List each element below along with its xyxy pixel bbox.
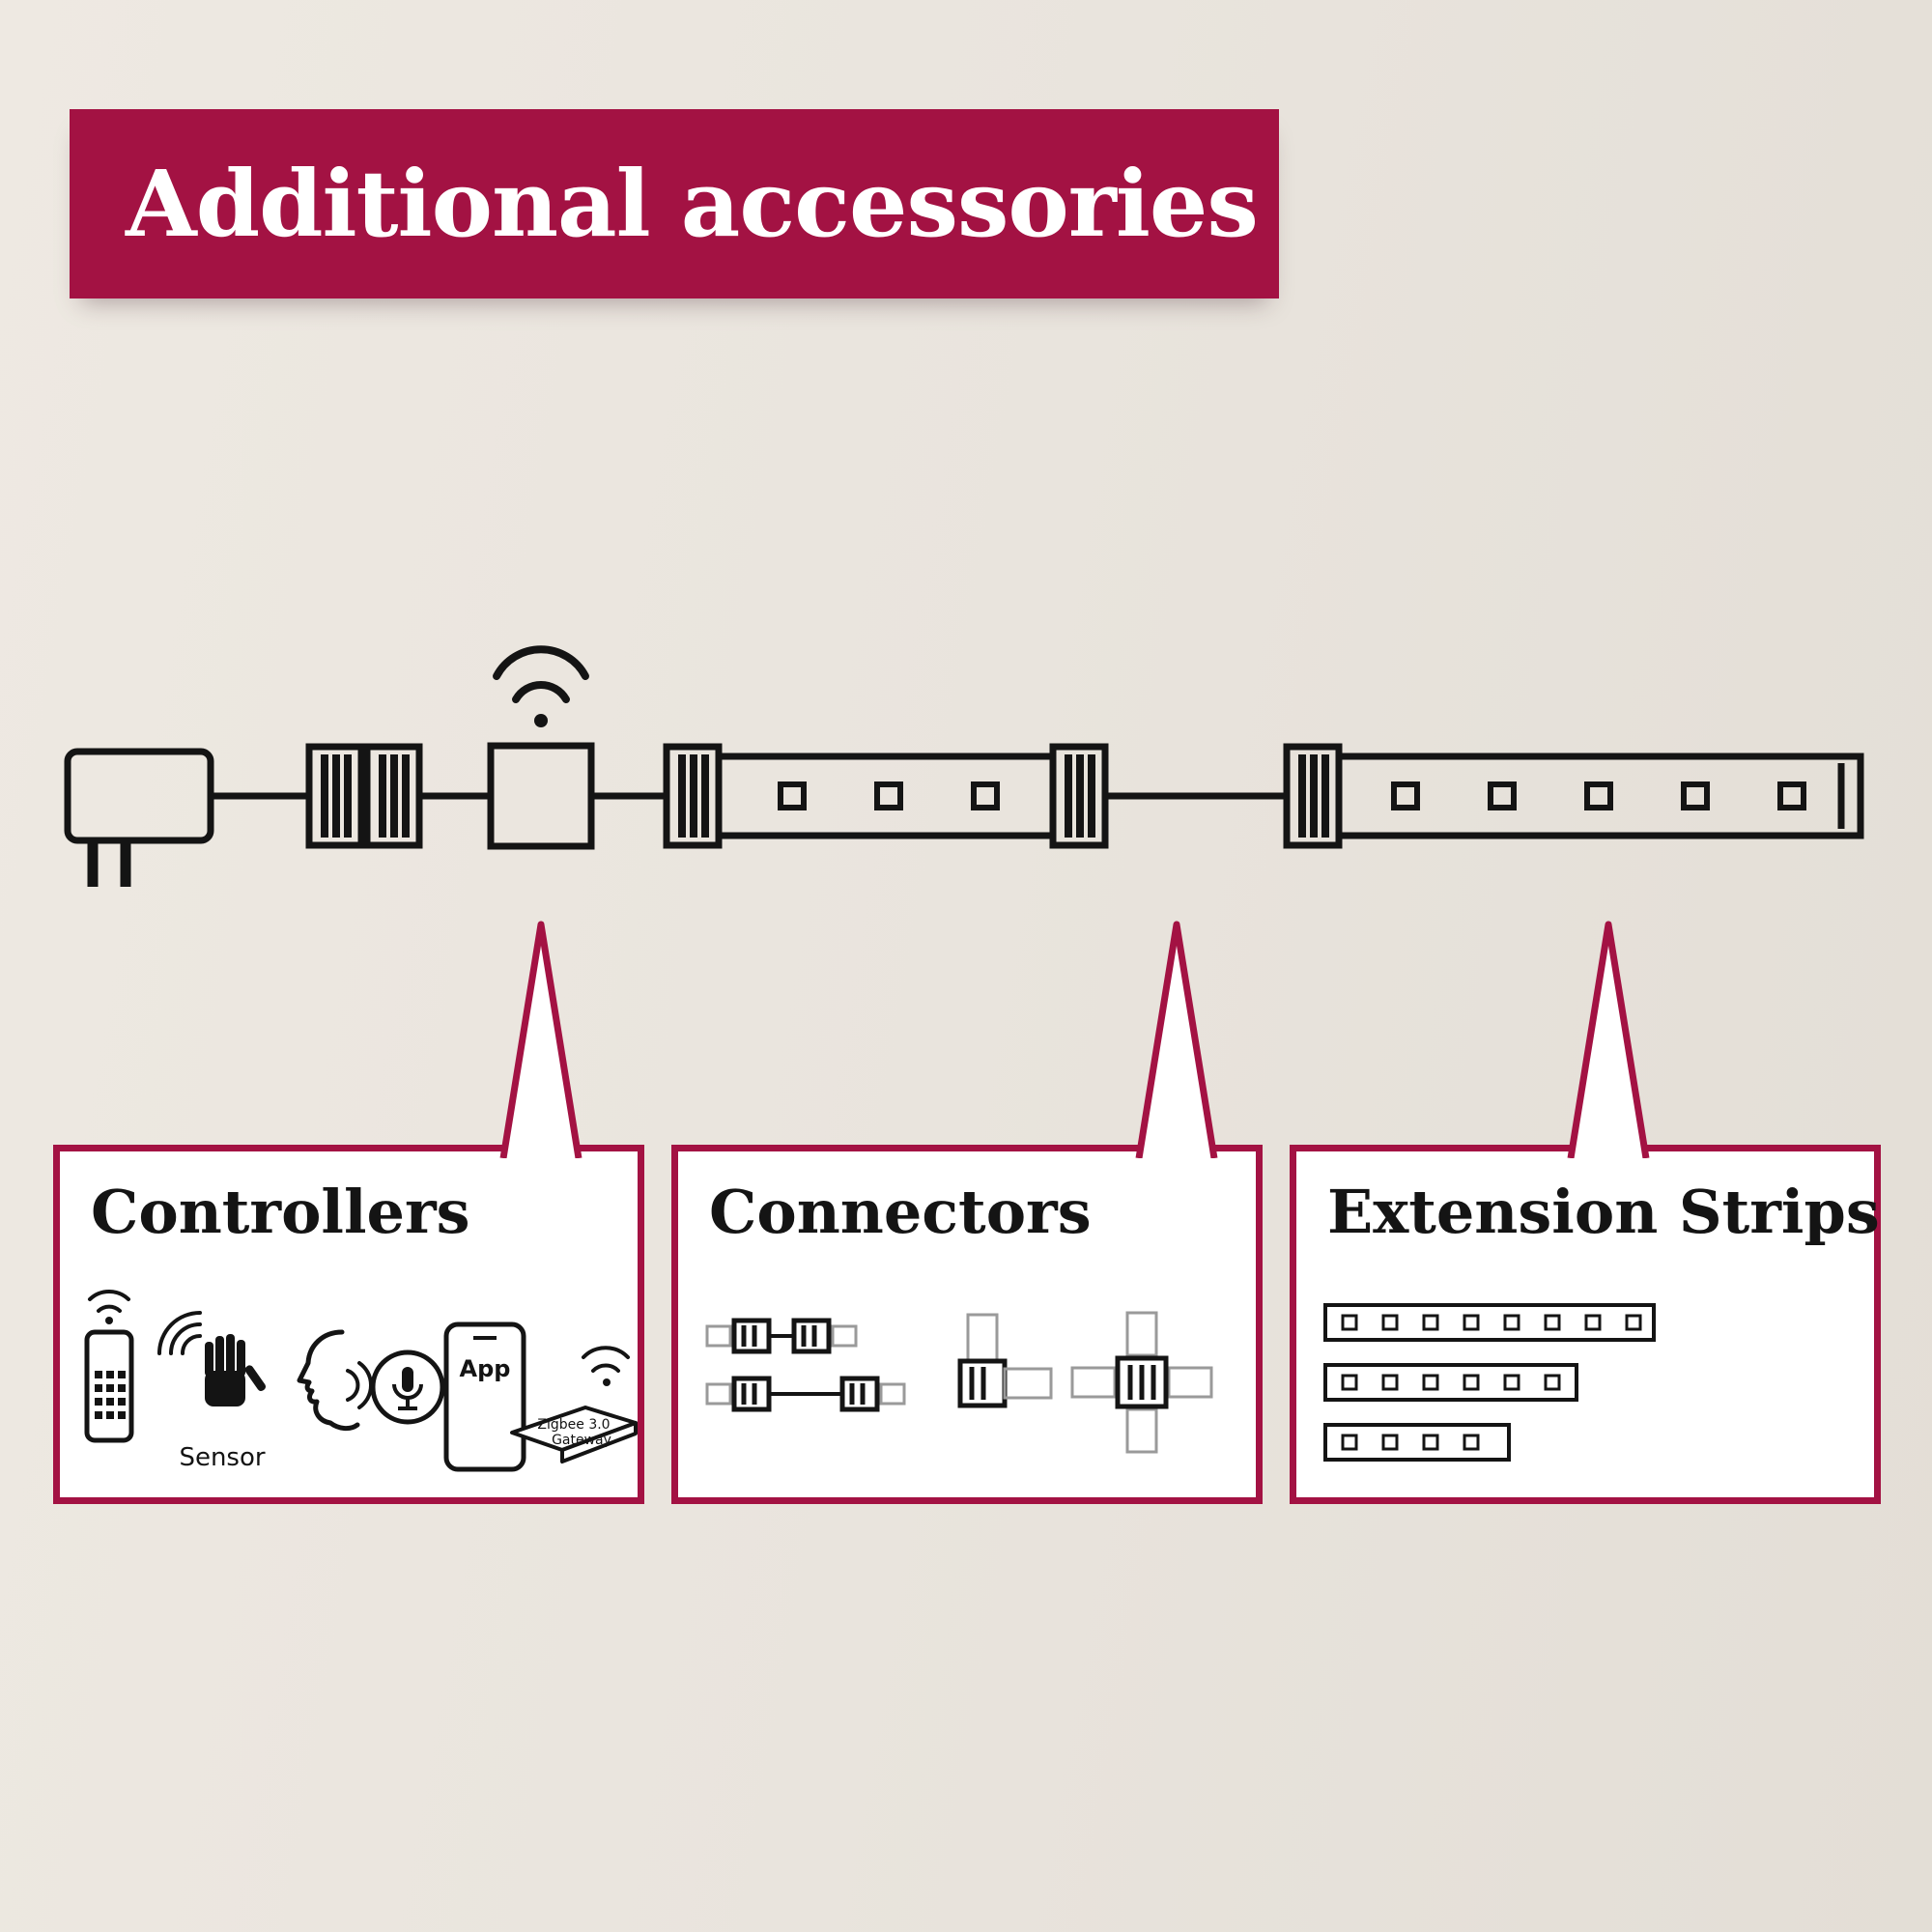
wifi-icon: [493, 645, 589, 727]
motion-sensor-icon: Sensor: [157, 1311, 267, 1472]
cross-connector-icon: [1070, 1311, 1213, 1454]
page-title: Additional accessories: [126, 150, 1259, 258]
controllers-icons: Sensor App Zigbee 3.0: [84, 1290, 638, 1472]
led-squares: [778, 781, 1000, 810]
callout-controllers: Controllers: [53, 921, 644, 1504]
remote-control-icon: [84, 1290, 134, 1443]
gateway-label-line1: Zigbee 3.0: [537, 1417, 610, 1433]
callout-extension-strips: Extension Strips: [1290, 921, 1881, 1504]
voice-assistant-icon: [297, 1329, 445, 1432]
hand-glyph: [205, 1334, 267, 1406]
zigbee-gateway-icon: Zigbee 3.0 Gateway: [510, 1346, 638, 1463]
title-banner: Additional accessories: [70, 109, 1279, 298]
power-plug-icon: [64, 748, 214, 887]
straight-connector-icon: [705, 1318, 906, 1412]
callout-pointer: [1135, 921, 1218, 1158]
callout-title-extension-strips: Extension Strips: [1327, 1177, 1880, 1247]
extension-strip-short-icon: [1323, 1423, 1511, 1462]
corner-connector-icon: [957, 1313, 1053, 1408]
face-profile-glyph: [297, 1329, 360, 1432]
wiring-diagram: [0, 599, 1932, 927]
wiring-diagram-svg: [64, 645, 1864, 887]
smartphone-app-icon: App: [443, 1321, 526, 1472]
microphone-glyph: [392, 1367, 423, 1410]
callout-pointer: [1567, 921, 1650, 1158]
led-strip-segment: [667, 747, 1105, 845]
extension-strip-long-icon: [1323, 1303, 1656, 1342]
sensor-label: Sensor: [179, 1443, 265, 1472]
callout-title-connectors: Connectors: [709, 1177, 1092, 1247]
smart-speaker-glyph: [370, 1350, 445, 1425]
callout-connectors: Connectors: [671, 921, 1263, 1504]
app-label: App: [460, 1355, 511, 1382]
connectors-icons: [705, 1311, 1213, 1454]
strip-connector-icon: [309, 747, 419, 845]
callout-pointer: [499, 921, 582, 1158]
wifi-controller-icon: [487, 645, 595, 850]
gateway-label-line2: Gateway: [552, 1433, 611, 1448]
extension-strips-icons: [1323, 1303, 1656, 1462]
led-strip-extension: [1287, 747, 1864, 845]
led-squares: [1391, 781, 1806, 810]
extension-strip-medium-icon: [1323, 1363, 1578, 1402]
callout-title-controllers: Controllers: [91, 1177, 470, 1247]
